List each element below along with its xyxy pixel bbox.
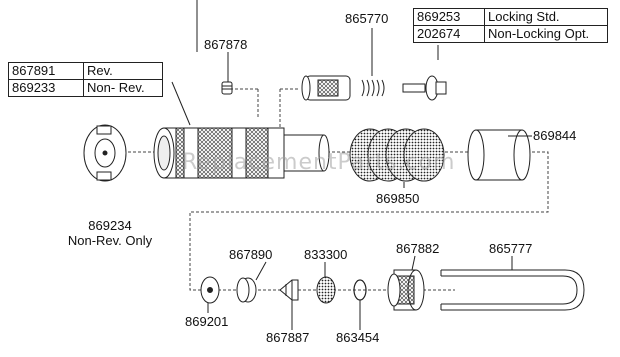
watermark: ReplacementParts.com — [182, 150, 456, 175]
description-cell: Non-Locking Opt. — [484, 25, 608, 43]
part-833300-screen — [316, 276, 336, 304]
label-833300: 833300 — [304, 247, 348, 262]
part-number-cell: 202674 — [413, 25, 485, 43]
table-row: 869233 Non- Rev. — [8, 79, 163, 97]
label-869844: 869844 — [533, 128, 577, 143]
description-cell: Non- Rev. — [83, 79, 163, 97]
part-865777-clip — [440, 269, 585, 311]
part-867882-fitting — [387, 269, 425, 311]
label-867878: 867878 — [204, 37, 248, 52]
label-867890: 867890 — [229, 247, 273, 262]
label-869201: 869201 — [185, 314, 229, 329]
table-row: 202674 Non-Locking Opt. — [413, 25, 608, 43]
leader-reverse-table — [171, 81, 191, 126]
label-869850: 869850 — [376, 191, 420, 206]
table-row: 867891 Rev. — [8, 62, 163, 80]
label-863454: 863454 — [336, 330, 380, 345]
dashed-assembly-lines — [118, 88, 549, 291]
part-865770-assembly — [301, 75, 447, 101]
label-869234: 869234 — [88, 218, 132, 233]
part-number-cell: 867891 — [8, 62, 84, 80]
part-867890-cap — [236, 277, 257, 303]
part-869201-washer — [200, 276, 220, 304]
label-867882: 867882 — [396, 241, 440, 256]
label-865770: 865770 — [345, 11, 389, 26]
label-865777: 865777 — [489, 241, 533, 256]
part-867878-screw — [221, 81, 233, 95]
description-cell: Locking Std. — [484, 8, 608, 26]
reverse-table: 867891 Rev. 869233 Non- Rev. — [8, 62, 163, 97]
label-867887: 867887 — [266, 330, 310, 345]
part-housing — [153, 127, 330, 179]
part-869234-nut — [83, 124, 127, 182]
part-number-cell: 869253 — [413, 8, 485, 26]
part-number-cell: 869233 — [8, 79, 84, 97]
description-cell: Rev. — [83, 62, 163, 80]
label-869234-note: Non-Rev. Only — [67, 233, 153, 248]
part-867887-cone — [279, 279, 299, 301]
part-869850-discs — [349, 128, 445, 182]
label-leaders — [207, 28, 513, 330]
locking-table: 869253 Locking Std. 202674 Non-Locking O… — [413, 8, 608, 43]
part-869844-sleeve — [467, 129, 531, 181]
table-row: 869253 Locking Std. — [413, 8, 608, 26]
